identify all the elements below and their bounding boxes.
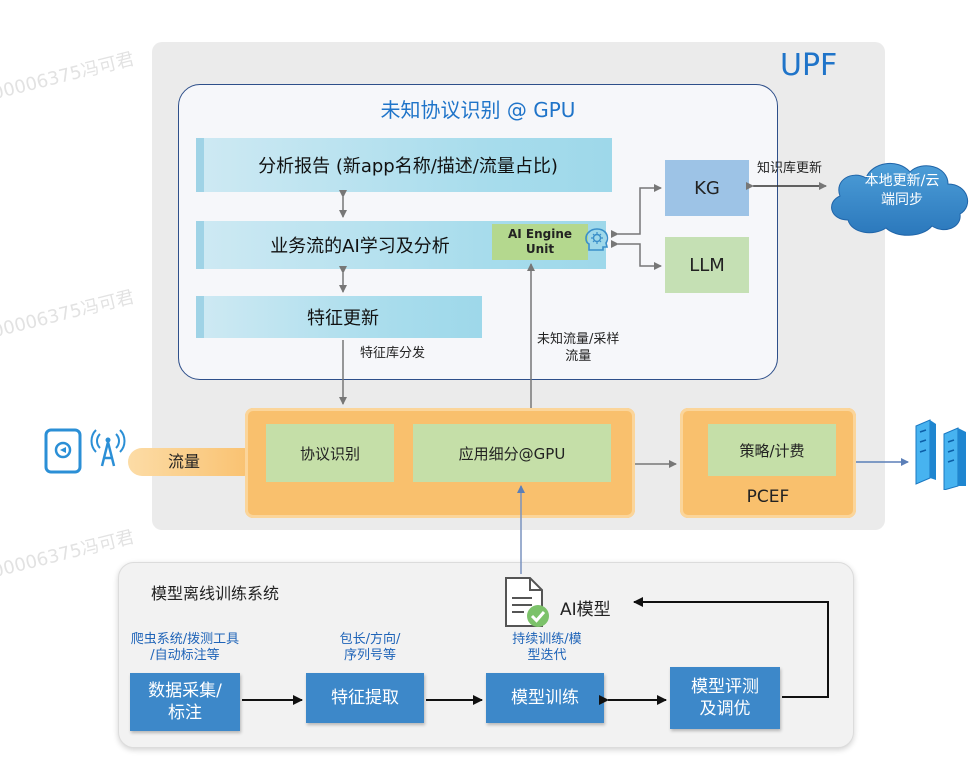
cloud-label: 本地更新/云 端同步	[828, 172, 976, 210]
document-check-icon	[505, 577, 549, 627]
ai-model-label: AI模型	[560, 600, 611, 620]
model-eval-line1: 模型评测	[691, 677, 759, 697]
model-train-box: 模型训练	[486, 673, 604, 723]
policy-box: 策略/计费	[708, 424, 836, 476]
iterate-note: 持续训练/模 型迭代	[492, 632, 602, 664]
cloud-icon	[831, 163, 969, 236]
feature-update-bar: 特征更新	[196, 296, 482, 338]
antenna-icon	[90, 429, 126, 467]
brain-icon	[585, 228, 609, 251]
unknown-traffic-label: 未知流量/采样 流量	[537, 331, 619, 365]
crawler-note-line1: 爬虫系统/拨测工具	[130, 632, 240, 647]
unknown-traffic-line2: 流量	[565, 349, 592, 364]
ai-engine-line2: Unit	[525, 242, 555, 256]
training-title: 模型离线训练系统	[151, 584, 280, 603]
server-rack-icon	[915, 419, 966, 490]
data-collect-line2: 标注	[167, 703, 202, 723]
iterate-note-line2: 型迭代	[527, 648, 567, 663]
protocol-id-box: 协议识别	[266, 424, 394, 482]
data-collect-line1: 数据采集/	[148, 681, 222, 701]
engine-kg-arrow	[611, 184, 662, 238]
engine-llm-arrow	[611, 240, 662, 270]
app-detail-box: 应用细分@GPU	[413, 424, 611, 482]
unknown-traffic-line1: 未知流量/采样	[537, 332, 620, 347]
packet-note-line2: 序列号等	[343, 648, 396, 663]
model-eval-box: 模型评测 及调优	[670, 667, 780, 729]
analysis-report-bar: 分析报告 (新app名称/描述/流量占比)	[196, 138, 612, 192]
packet-note-line1: 包长/方向/	[339, 632, 401, 647]
model-eval-line2: 及调优	[699, 699, 751, 719]
upf-title: UPF	[780, 48, 838, 83]
cloud-line2: 端同步	[881, 192, 923, 208]
feature-extract-box: 特征提取	[306, 673, 424, 723]
ai-engine-line1: AI Engine	[507, 227, 573, 241]
data-collect-box: 数据采集/ 标注	[130, 673, 240, 731]
kg-box: KG	[665, 160, 749, 216]
phone-icon	[44, 428, 82, 474]
pcef-label: PCEF	[746, 487, 790, 507]
traffic-pipe: 流量	[128, 448, 258, 476]
llm-box: LLM	[665, 237, 749, 293]
crawler-note-line2: /自动标注等	[150, 648, 220, 663]
gpu-section-title: 未知协议识别 @ GPU	[380, 98, 576, 122]
iterate-note-line1: 持续训练/模	[512, 632, 582, 647]
kb-update-label: 知识库更新	[757, 161, 823, 176]
packet-note: 包长/方向/ 序列号等	[320, 632, 420, 664]
crawler-note: 爬虫系统/拨测工具 /自动标注等	[114, 632, 256, 664]
eval-loop-arrow	[633, 597, 829, 698]
feature-dist-label: 特征库分发	[360, 346, 426, 361]
cloud-line1: 本地更新/云	[864, 173, 940, 189]
ai-engine-unit: AI Engine Unit	[492, 224, 588, 260]
